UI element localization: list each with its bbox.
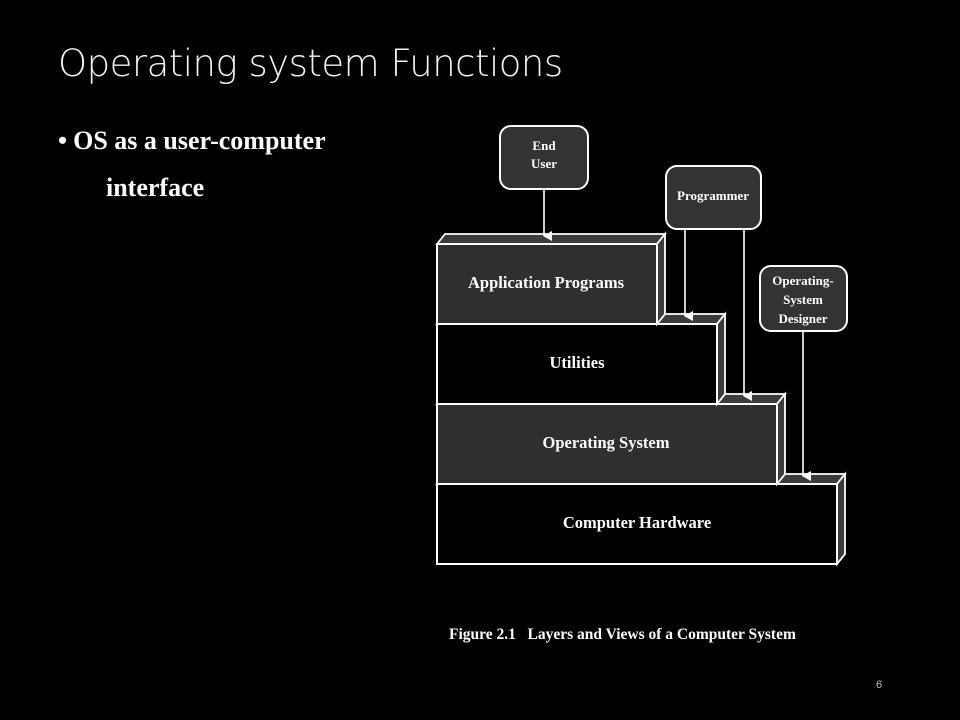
layer-computer-hardware: Computer Hardware <box>435 471 847 567</box>
layer-label-utilities: Utilities <box>550 353 606 372</box>
figure-caption: Figure 2.1 Layers and Views of a Compute… <box>449 626 796 644</box>
user-end-user: End User <box>499 125 589 241</box>
figure-caption-number: Figure 2.1 <box>449 626 516 643</box>
os-designer-label-line1: Operating- <box>772 273 833 288</box>
layer-label-operating-system: Operating System <box>543 433 670 452</box>
end-user-label-line1: End <box>532 138 556 153</box>
layer-label-computer-hardware: Computer Hardware <box>563 513 711 532</box>
bullet-point: •OS as a user-computer interface <box>58 118 418 212</box>
bullet-text-line2: interface <box>106 172 205 202</box>
end-user-label-line2: User <box>531 156 557 171</box>
page-number: 6 <box>876 679 883 691</box>
programmer-label: Programmer <box>677 188 749 203</box>
figure-caption-text: Layers and Views of a Computer System <box>527 626 796 643</box>
bullet-text-line1: OS as a user-computer <box>73 126 326 155</box>
layer-utilities: Utilities <box>435 311 727 407</box>
user-os-designer: Operating- System Designer <box>759 265 848 481</box>
layer-operating-system: Operating System <box>435 391 787 487</box>
user-programmer: Programmer <box>665 165 762 401</box>
slide-title: Operating system Functions <box>58 42 563 85</box>
bullet-marker: • <box>58 126 68 155</box>
layer-application-programs: Application Programs <box>435 231 667 327</box>
layer-label-application-programs: Application Programs <box>468 273 625 292</box>
os-designer-label-line3: Designer <box>778 311 827 326</box>
os-designer-label-line2: System <box>783 292 823 307</box>
